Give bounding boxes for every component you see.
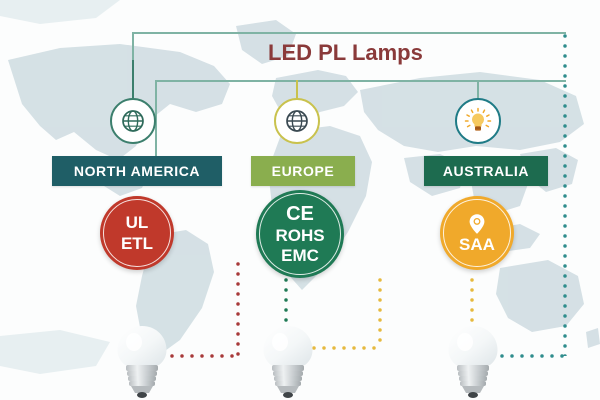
map-pin-australia[interactable] [455, 98, 501, 144]
region-banner-label: AUSTRALIA [442, 163, 530, 179]
pin-stem-north-america [132, 60, 134, 104]
badge-inner-ring [103, 199, 171, 267]
connector-europe-vertical [284, 278, 288, 328]
bracket-line-inner-horizontal [155, 80, 566, 82]
certification-badge-australia[interactable]: SAA [440, 196, 514, 270]
map-pin-europe[interactable] [274, 98, 320, 144]
badge-inner-ring [259, 193, 341, 275]
globe-icon [122, 110, 144, 132]
connector-north-america-horizontal [150, 354, 240, 358]
bracket-line-inner-vertical-left [155, 80, 157, 166]
region-banner-label: NORTH AMERICA [73, 163, 201, 179]
bracket-line-outer-horizontal [132, 32, 566, 34]
led-bulb-europe [259, 322, 317, 400]
pin-stem-europe [296, 80, 298, 102]
region-banner-north-america[interactable]: NORTH AMERICA [52, 156, 222, 186]
connector-australia-vertical [470, 278, 474, 328]
certification-badge-europe[interactable]: CE ROHS EMC [256, 190, 344, 278]
led-bulb-north-america [113, 322, 171, 400]
led-bulb-australia [444, 322, 502, 400]
connector-teal-right-vertical [563, 34, 567, 356]
region-banner-label: EUROPE [271, 163, 335, 179]
connector-amber-right-vertical [378, 278, 382, 346]
page-title: LED PL Lamps [268, 40, 423, 65]
led-bulb-icon [263, 326, 313, 398]
certification-badge-north-america[interactable]: UL ETL [100, 196, 174, 270]
light-bulb-rays-icon [464, 107, 492, 131]
region-banner-australia[interactable]: AUSTRALIA [424, 156, 548, 186]
badge-inner-ring [443, 199, 511, 267]
connector-amber-bottom-horizontal [312, 346, 382, 350]
region-banner-europe[interactable]: EUROPE [251, 156, 355, 186]
map-pin-north-america[interactable] [110, 98, 156, 144]
bracket-line-australia-drop [477, 80, 479, 106]
globe-icon [286, 110, 308, 132]
led-bulb-icon [448, 326, 498, 398]
led-bulb-icon [117, 326, 167, 398]
connector-teal-bottom-horizontal [500, 354, 565, 358]
connector-north-america-vertical [236, 262, 240, 356]
